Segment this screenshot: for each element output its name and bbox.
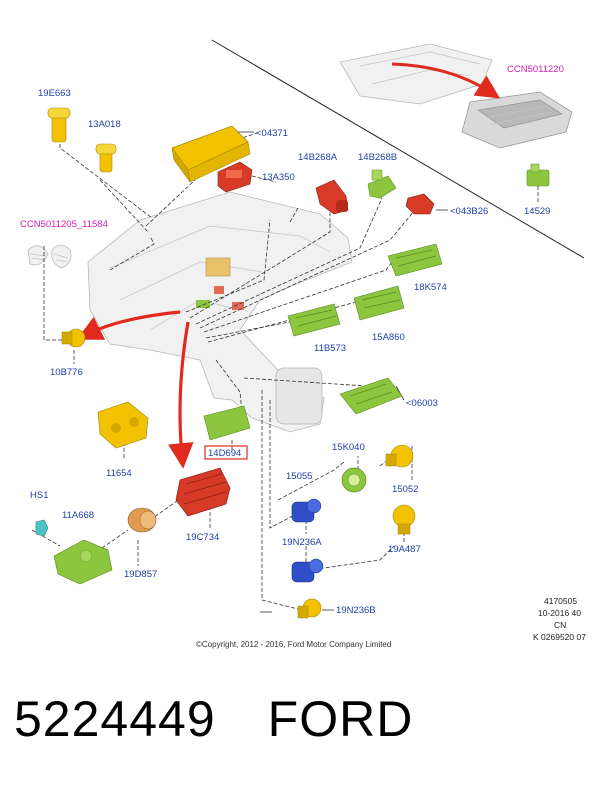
- label-ccn-top: CCN5011220: [507, 64, 564, 75]
- headliner-outline: [339, 43, 493, 105]
- footer-caption: 5224449 FORD: [14, 690, 413, 748]
- footer-brand: FORD: [267, 691, 414, 747]
- label-043B26: <043B26: [450, 206, 488, 217]
- label-14529: 14529: [524, 206, 550, 217]
- parts-diagram: CCN5011220 14529: [20, 39, 586, 649]
- steering-column-outline: [51, 244, 72, 269]
- label-04371: <04371: [256, 128, 288, 139]
- copyright-notice: ©Copyright, 2012 - 2016, Ford Motor Comp…: [196, 640, 391, 649]
- label-19E663: 19E663: [38, 88, 71, 99]
- label-13A350: 13A350: [262, 172, 295, 183]
- label-19A487: 19A487: [388, 544, 421, 555]
- part-14B268B: [367, 169, 397, 199]
- label-15052: 15052: [392, 484, 418, 495]
- label-19N236A: 19N236A: [282, 537, 322, 548]
- part-15055: [291, 498, 322, 523]
- part-15A860: [353, 285, 405, 321]
- part-13A350: [217, 161, 253, 193]
- part-15052: [385, 444, 414, 468]
- label-13A018: 13A018: [88, 119, 121, 130]
- label-11654: 11654: [106, 468, 132, 479]
- label-19C734: 19C734: [186, 532, 219, 543]
- label-06003: <06003: [406, 398, 438, 409]
- part-19N236A: [291, 558, 324, 583]
- seatbelt-outline: [27, 245, 49, 266]
- label-11A668: 11A668: [62, 510, 94, 521]
- part-10B776: [61, 328, 86, 348]
- label-ccn-left: CCN5011205_11584: [20, 219, 108, 230]
- part-15K040: [341, 467, 367, 493]
- label-14B268A: 14B268A: [298, 152, 338, 163]
- part-19D857: [127, 507, 157, 533]
- label-15055: 15055: [286, 471, 312, 482]
- label-15K040: 15K040: [332, 442, 365, 453]
- part-13A018: [95, 143, 117, 173]
- label-11B573: 11B573: [314, 343, 346, 354]
- arrow-to-19C734: [168, 321, 194, 469]
- label-15A860: 15A860: [372, 332, 405, 343]
- footer-part-number: 5224449: [14, 691, 216, 747]
- part-19N236B: [297, 598, 322, 619]
- arrow-to-10B776: [76, 310, 181, 340]
- part-14529: [526, 163, 550, 187]
- part-11B573: [287, 303, 341, 337]
- part-14B268A: [315, 179, 349, 215]
- revision-line-3: CN: [554, 620, 566, 630]
- part-18K574: [387, 243, 443, 277]
- part-06003: [339, 377, 403, 415]
- part-19A487: [392, 504, 416, 535]
- label-18K574: 18K574: [414, 282, 447, 293]
- part-11654: [97, 401, 149, 449]
- arrow-to-console: [391, 62, 501, 99]
- label-14B268B: 14B268B: [358, 152, 397, 163]
- part-14D694: [203, 405, 251, 441]
- label-HS1: HS1: [30, 490, 48, 501]
- highlight-box-14D694: [204, 445, 248, 460]
- part-043B26: [405, 193, 435, 215]
- label-19N236B: 19N236B: [336, 605, 376, 616]
- label-10B776: 10B776: [50, 367, 83, 378]
- overhead-console: [461, 91, 573, 149]
- label-19D857: 19D857: [124, 569, 157, 580]
- revision-line-1: 4170505: [544, 596, 577, 606]
- label-14D694: 14D694: [208, 448, 241, 459]
- part-19C734: [175, 467, 231, 517]
- revision-line-2: 10-2016 40: [538, 608, 581, 618]
- part-04371: [171, 125, 251, 183]
- part-11A668: [53, 539, 113, 585]
- revision-line-4: K 0269520 07: [533, 632, 586, 642]
- section-divider: [211, 39, 585, 259]
- part-19E663: [47, 107, 71, 143]
- part-HS1: [35, 519, 49, 537]
